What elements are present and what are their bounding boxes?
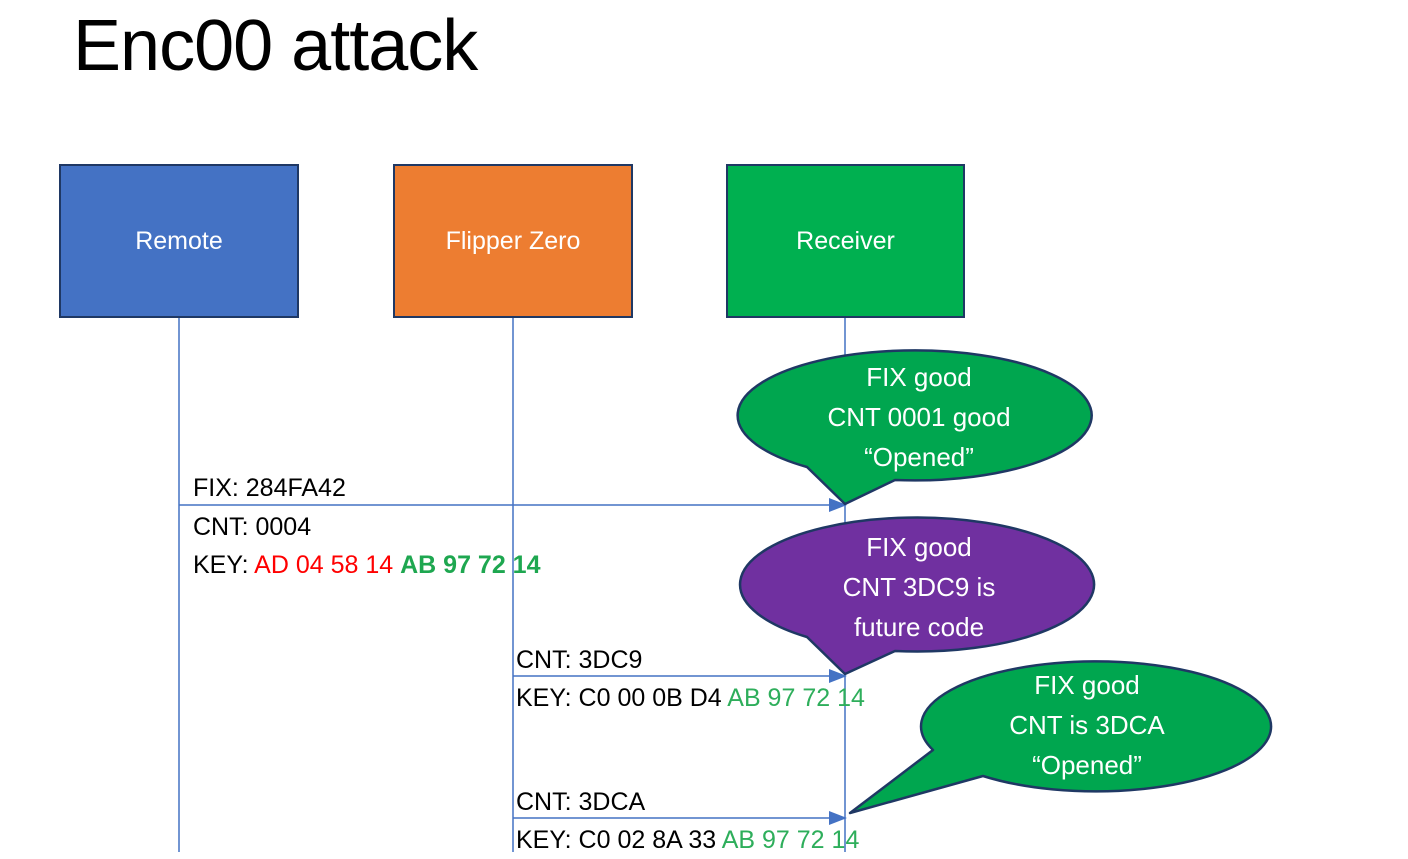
callout-2-text: FIX good CNT 3DC9 is future code <box>744 527 1094 647</box>
message3-key-label: KEY: C0 02 8A 33 AB 97 72 14 <box>516 826 860 854</box>
message2-arrowhead-icon <box>829 669 847 683</box>
actor-box-receiver: Receiver <box>726 164 965 318</box>
callout-2-line-1: FIX good <box>866 532 972 562</box>
actor-label-flipper-zero: Flipper Zero <box>445 226 581 255</box>
callout-bubble-2 <box>738 516 1096 676</box>
callout-3-line-1: FIX good <box>1034 670 1140 700</box>
message2-key-green-bytes: AB 97 72 14 <box>727 684 865 712</box>
message1-key-label: KEY: AD 04 58 14 AB 97 72 14 <box>193 551 541 579</box>
message1-key-red-bytes: AD 04 58 14 <box>254 551 401 579</box>
message3-cnt-label: CNT: 3DCA <box>516 788 646 816</box>
message2-cnt-label: CNT: 3DC9 <box>516 646 643 674</box>
message2-key-black-bytes: C0 00 0B D4 <box>578 684 728 712</box>
callout-bubble-3 <box>848 660 1273 815</box>
callout-bubble-1 <box>736 349 1093 506</box>
actor-label-receiver: Receiver <box>796 226 895 255</box>
message1-key-green-bytes: AB 97 72 14 <box>400 551 541 579</box>
callout-1-line-2: CNT 0001 good <box>827 402 1011 432</box>
message3-key-black-bytes: C0 02 8A 33 <box>578 826 722 854</box>
message1-cnt-label: CNT: 0004 <box>193 513 312 541</box>
actor-box-flipper-zero: Flipper Zero <box>393 164 633 318</box>
message3-key-green-bytes: AB 97 72 14 <box>721 826 860 854</box>
actor-label-remote: Remote <box>135 226 223 255</box>
callout-3-text: FIX good CNT is 3DCA “Opened” <box>912 665 1262 785</box>
message1-arrowhead-icon <box>829 498 847 512</box>
message3-arrowhead-icon <box>829 811 847 825</box>
page-title: Enc00 attack <box>73 6 478 86</box>
message1-fix-label: FIX: 284FA42 <box>193 474 346 502</box>
callout-3-line-2: CNT is 3DCA <box>1009 710 1165 740</box>
callout-2-line-2: CNT 3DC9 is <box>842 572 996 602</box>
callout-1-line-1: FIX good <box>866 362 972 392</box>
message2-key-label: KEY: C0 00 0B D4 AB 97 72 14 <box>516 684 865 712</box>
callout-1-text: FIX good CNT 0001 good “Opened” <box>744 357 1094 477</box>
callout-2-line-3: future code <box>853 612 985 642</box>
message1-body-labels: CNT: 0004 KEY: AD 04 58 14 AB 97 72 14 <box>193 508 540 584</box>
callout-1-line-3: “Opened” <box>864 442 974 472</box>
actor-box-remote: Remote <box>59 164 299 318</box>
callout-3-line-3: “Opened” <box>1032 750 1142 780</box>
